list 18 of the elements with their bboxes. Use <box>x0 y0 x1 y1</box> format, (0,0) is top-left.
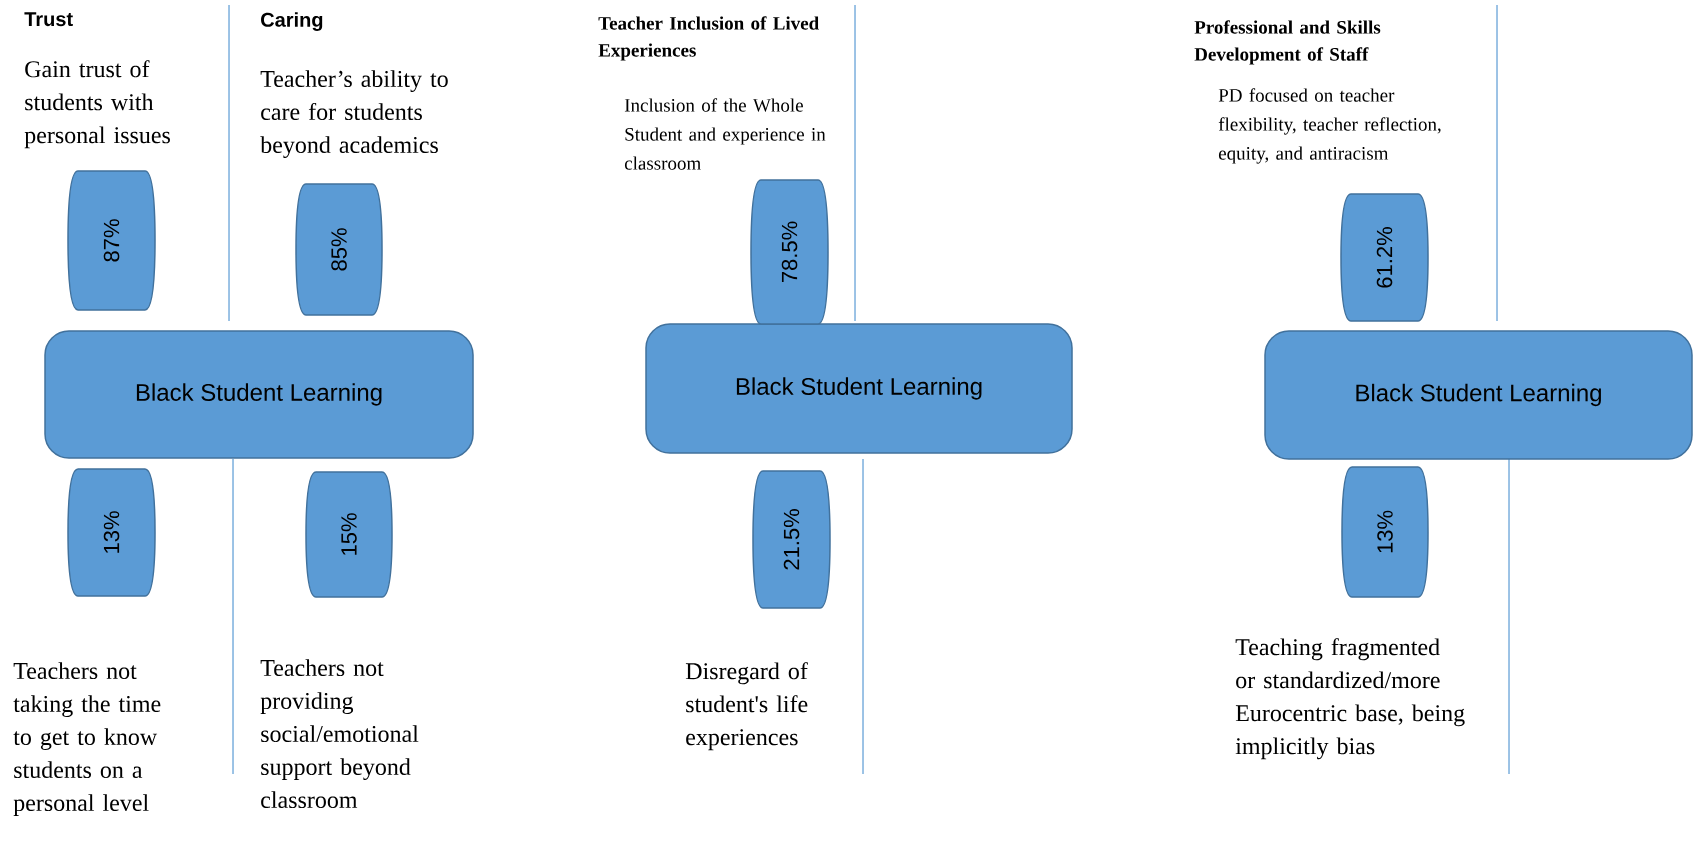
heading: Teacher Inclusion of Lived Experiences <box>598 16 819 61</box>
percent-barrel: 15% <box>305 471 393 598</box>
percent-barrel: 21.5% <box>752 470 831 609</box>
percent-barrel: 85% <box>295 183 383 316</box>
heading: Caring <box>261 12 323 31</box>
rounded-box: Black Student Learning <box>44 330 474 459</box>
rounded-box: Black Student Learning <box>1264 330 1693 460</box>
percent-barrel: 87% <box>67 170 156 311</box>
description-text: Disregard of student's life experiences <box>685 662 808 751</box>
rounded-box: Black Student Learning <box>645 323 1073 454</box>
description-text: PD focused on teacher flexibility, teacher reflection, equity, and antiracism <box>1218 88 1441 164</box>
percent-barrel: 78.5% <box>750 179 829 325</box>
percent-barrel: 61.2% <box>1340 193 1429 322</box>
percent-barrel: 13% <box>67 468 156 597</box>
heading: Trust <box>24 12 73 27</box>
heading: Professional and Skills Development of Staff <box>1194 20 1381 65</box>
description-text: Teachers not providing social/emotional support beyond classroom <box>260 659 419 809</box>
percent-barrel: 13% <box>1341 466 1429 598</box>
